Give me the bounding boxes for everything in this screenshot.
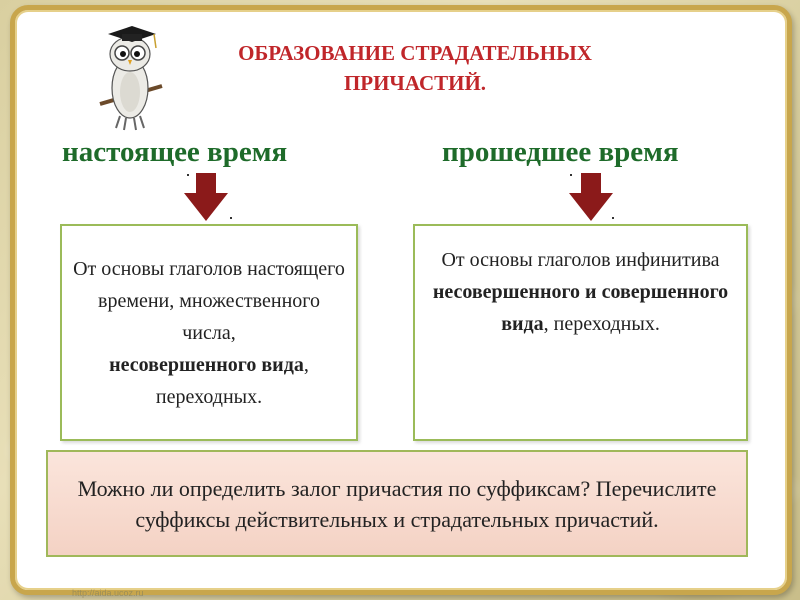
rule-text-bold: несовершенного и совершенного вида	[432, 281, 729, 335]
rule-box-present: От основы глаголов настоящего времени, м…	[60, 224, 358, 441]
question-box: Можно ли определить залог причастия по с…	[46, 450, 748, 557]
rule-text-past: От основы глаголов инфинитива несовершен…	[423, 244, 738, 340]
rule-text-part: От основы глаголов настоящего времени, м…	[73, 257, 345, 344]
rule-text-bold: несовершенного вида	[109, 353, 304, 376]
rule-text-part: , переходных.	[543, 313, 660, 335]
heading-present-tense: настоящее время	[62, 136, 288, 168]
owl-icon	[99, 26, 163, 131]
marker-dot	[187, 174, 189, 176]
watermark: http://aida.ucoz.ru	[72, 588, 144, 598]
rule-box-past: От основы глаголов инфинитива несовершен…	[413, 224, 748, 441]
rule-text-present: От основы глаголов настоящего времени, м…	[70, 253, 348, 413]
rule-text-part: , переходных.	[155, 353, 309, 408]
arrow-down-icon	[569, 173, 613, 221]
marker-dot	[230, 217, 232, 219]
heading-past-tense: прошедшее время	[442, 136, 679, 168]
rule-text-part: От основы глаголов инфинитива	[441, 249, 720, 271]
page-title: ОБРАЗОВАНИЕ СТРАДАТЕЛЬНЫХ ПРИЧАСТИЙ.	[238, 41, 592, 95]
arrow-down-icon	[184, 173, 228, 221]
marker-dot	[612, 217, 614, 219]
marker-dot	[570, 174, 572, 176]
